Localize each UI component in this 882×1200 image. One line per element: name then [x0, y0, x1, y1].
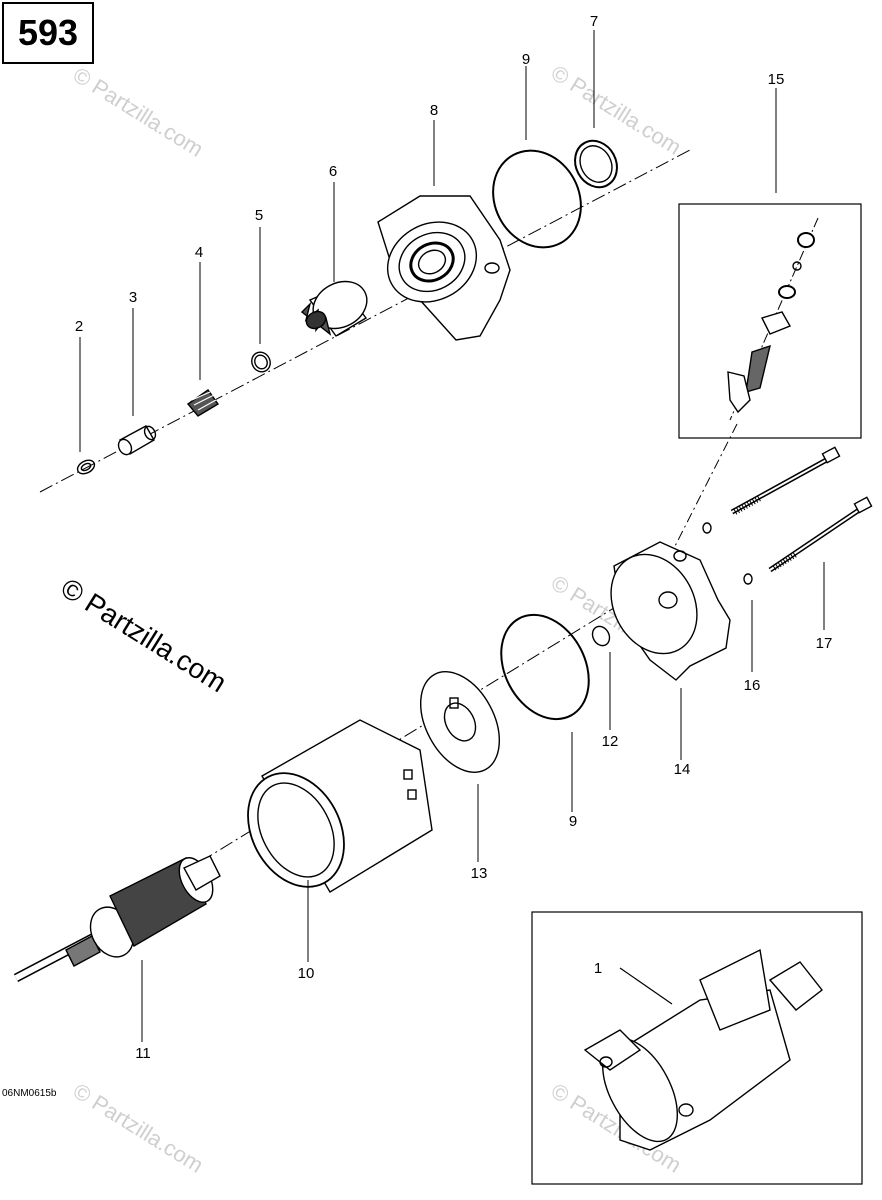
callout-13: 13 — [470, 865, 488, 882]
part-4-spring — [186, 389, 220, 417]
part-10-yoke-housing — [247, 719, 433, 893]
callout-12: 12 — [601, 733, 619, 750]
callout-1: 1 — [593, 960, 603, 977]
callout-16: 16 — [743, 677, 761, 694]
diagram-code: 06NM0615b — [2, 1088, 57, 1099]
callout-9-upper: 9 — [521, 51, 531, 68]
callout-8: 8 — [429, 102, 439, 119]
callout-14: 14 — [673, 761, 691, 778]
part-1-starter-assembly — [583, 948, 823, 1151]
part-9-o-ring-upper — [492, 149, 582, 249]
page-number-badge: 593 — [2, 2, 94, 64]
part-2-washer — [76, 459, 96, 475]
part-13-brush-plate — [420, 671, 500, 773]
part-11-armature — [13, 855, 221, 982]
callout-6: 6 — [328, 163, 338, 180]
part-8-end-housing — [377, 195, 511, 341]
part-14-commutator-end-frame — [610, 541, 731, 681]
callout-leader-lines — [79, 30, 825, 1042]
part-1-inset-box — [531, 911, 863, 1185]
callout-2: 2 — [74, 318, 84, 335]
part-5-ring — [251, 351, 271, 373]
callout-3: 3 — [128, 289, 138, 306]
callout-11: 11 — [135, 1045, 151, 1062]
part-9-o-ring-lower — [500, 613, 590, 721]
callout-5: 5 — [254, 207, 264, 224]
part-7-ring — [574, 139, 618, 189]
callout-17: 17 — [815, 635, 833, 652]
part-3-bushing — [117, 425, 157, 456]
callout-9-lower: 9 — [568, 813, 578, 830]
callout-15: 15 — [767, 71, 785, 88]
part-16-washers — [702, 522, 753, 585]
part-15-inset-box — [678, 203, 862, 439]
part-17-through-bolts — [730, 446, 873, 573]
part-6-drive-pinion — [300, 280, 368, 337]
part-12-ring — [591, 625, 611, 647]
lower-axis-line — [199, 591, 641, 863]
part-15-terminal-assembly — [727, 217, 819, 421]
callout-7: 7 — [589, 13, 599, 30]
callout-4: 4 — [194, 244, 204, 261]
callout-10: 10 — [297, 965, 315, 982]
inset-leader-line — [667, 423, 738, 561]
